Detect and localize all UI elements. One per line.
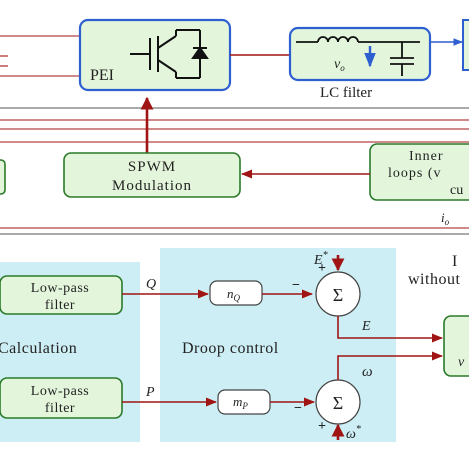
e-output-wire — [337, 316, 444, 343]
igbt-switch-icon — [130, 29, 209, 79]
calculation-label: Calculation — [0, 340, 77, 357]
spwm-label-line1: SPWM — [128, 159, 176, 175]
p-label: P — [145, 385, 155, 400]
e-star-label: E* — [313, 250, 328, 268]
lowpass-p-line2: filter — [45, 401, 75, 416]
lowpass-filter-p-block — [0, 377, 123, 419]
inductor-coil-icon — [296, 36, 420, 43]
inner-loops-block — [369, 143, 469, 201]
omega-star-label: ω* — [346, 424, 361, 442]
sum-symbol-omega: Σ — [333, 393, 343, 413]
lowpass-q-line1: Low-pass — [31, 281, 89, 296]
lc-filter-block — [288, 26, 432, 82]
right-top-partial-label: I — [452, 253, 457, 270]
omega-label: ω — [362, 364, 373, 380]
pei-label: PEI — [90, 67, 114, 84]
right-partial-label: v — [458, 355, 465, 370]
nq-gain-block — [209, 280, 263, 306]
lowpass-filter-q-block — [0, 275, 123, 315]
capacitor-voltage-label: vo — [334, 57, 345, 73]
q-label: Q — [146, 277, 156, 292]
lowpass-p-line1: Low-pass — [31, 384, 89, 399]
without-label: without — [408, 271, 460, 288]
droop-control-label: Droop control — [182, 340, 279, 357]
grid-partial-block — [462, 19, 469, 71]
plus-sign-e: + — [318, 261, 326, 276]
spwm-block — [63, 152, 241, 198]
inner-label-line3: cu — [450, 183, 463, 198]
e-label: E — [361, 319, 371, 334]
minus-sign-q: − — [292, 278, 300, 293]
inner-label-line2: loops (v — [388, 166, 442, 181]
spwm-label-line2: Modulation — [112, 178, 192, 194]
capacitor-icon — [390, 42, 414, 76]
omega-output-wire — [337, 351, 444, 380]
io-label: io — [441, 210, 450, 227]
lc-filter-label: LC filter — [320, 85, 372, 101]
lowpass-q-line2: filter — [45, 298, 75, 313]
mp-gain-label: mP — [233, 394, 248, 411]
right-partial-block — [443, 315, 469, 377]
minus-sign-p: − — [294, 401, 302, 416]
plus-sign-w: + — [318, 419, 326, 434]
sum-symbol-e: Σ — [333, 285, 343, 305]
left-partial-block — [0, 159, 6, 195]
nq-gain-label: nQ — [227, 286, 241, 303]
inner-label-line1: Inner — [409, 149, 444, 164]
